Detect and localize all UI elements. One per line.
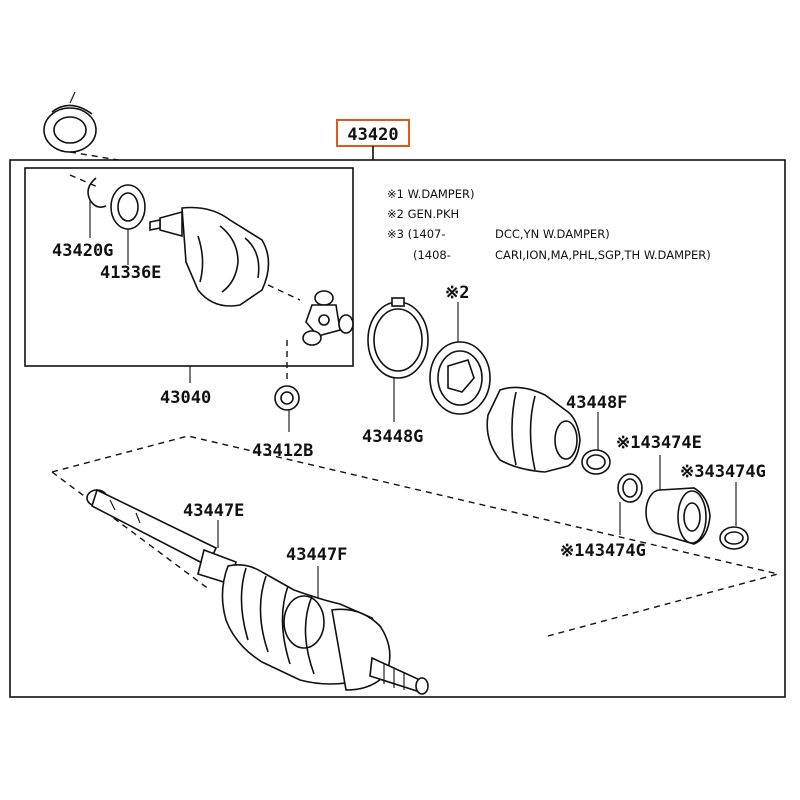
tulip-housing-drawing: [149, 206, 301, 307]
label-41336E[interactable]: 41336E: [100, 263, 161, 283]
damper-drawing: [429, 302, 491, 415]
label-43448F[interactable]: 43448F: [566, 393, 627, 413]
ring-43474G-left-drawing: [617, 473, 643, 535]
note-3-mark: ※3: [387, 227, 404, 241]
subassembly-box: [24, 167, 354, 367]
label-43040[interactable]: 43040: [160, 388, 211, 408]
drive-shaft-drawing: [86, 488, 429, 695]
label-43474G-left[interactable]: ※143474G: [560, 541, 646, 561]
inner-ring-drawing: [110, 184, 146, 265]
label-43447F[interactable]: 43447F: [286, 545, 347, 565]
shaft-outline-dashed-2: [51, 471, 211, 591]
boot-band-drawing: [367, 297, 429, 422]
label-43474G-right[interactable]: ※343474G: [680, 462, 766, 482]
note-1-mark: ※1: [387, 187, 404, 201]
dynamic-damper-drawing: [645, 487, 711, 545]
label-43412B[interactable]: 43412B: [252, 441, 313, 461]
note-1-text: W.DAMPER): [408, 187, 475, 201]
top-seal-drawing: [43, 91, 119, 161]
svg-text:※3 (1407-: ※3 (1407-: [387, 227, 446, 241]
note-3-text2: DCC,YN W.DAMPER): [495, 227, 610, 241]
label-43420G[interactable]: 43420G: [52, 241, 113, 261]
main-part-number[interactable]: 43420: [336, 119, 410, 160]
svg-text:※1 W.DAMPER): ※1 W.DAMPER): [387, 187, 474, 201]
note-4-text: (1408-: [413, 248, 451, 262]
ring-43474G-right-drawing: [719, 482, 749, 550]
note-2-text: GEN.PKH: [408, 207, 460, 221]
svg-text:※2 GEN.PKH: ※2 GEN.PKH: [387, 207, 459, 221]
snap-ring-drawing: [69, 174, 107, 238]
assembly-frame: [9, 159, 786, 698]
circlip-drawing: [274, 340, 300, 432]
label-43474E[interactable]: ※143474E: [616, 433, 702, 453]
main-part-label: 43420: [347, 125, 398, 145]
inner-boot-drawing: [486, 386, 581, 473]
tripod-drawing: [302, 290, 354, 346]
shaft-outline-dashed: [51, 435, 779, 637]
label-mark-2[interactable]: ※2: [445, 283, 469, 303]
note-2-mark: ※2: [387, 207, 404, 221]
label-43448G[interactable]: 43448G: [362, 427, 423, 447]
clamp-43448F-drawing: [581, 412, 611, 475]
note-3-text: (1407-: [408, 227, 446, 241]
notes-block: ※1 W.DAMPER) ※2 GEN.PKH ※3 (1407- DCC,YN…: [387, 187, 711, 262]
note-4-text2: CARI,ION,MA,PHL,SGP,TH W.DAMPER): [495, 248, 711, 262]
label-43447E[interactable]: 43447E: [183, 501, 244, 521]
